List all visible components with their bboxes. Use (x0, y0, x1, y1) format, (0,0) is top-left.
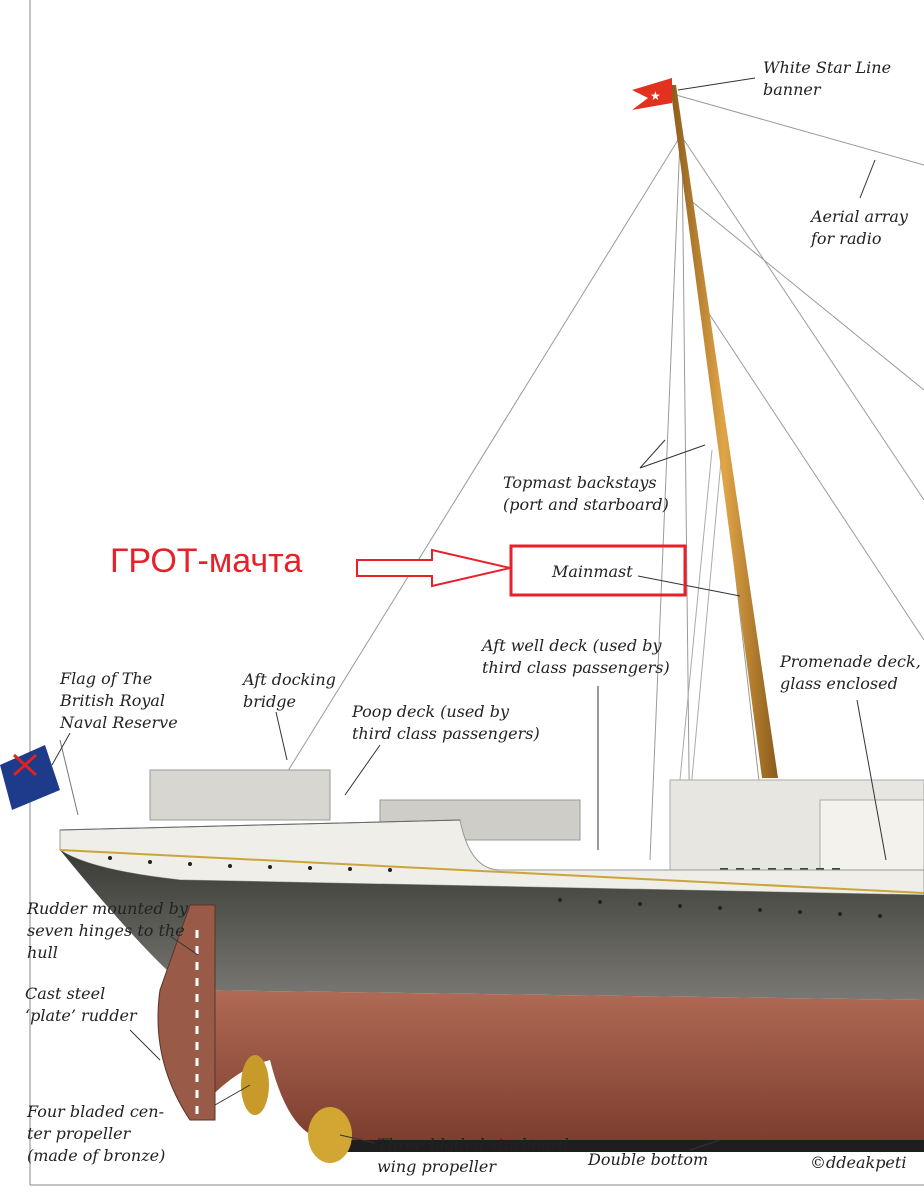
mast-ladder (677, 449, 723, 801)
label-banner: White Star Line banner (763, 58, 891, 99)
label-center-propeller: Four bladed cen-ter propeller (made of br… (26, 1102, 165, 1165)
label-text: Mainmast (551, 562, 633, 581)
naval-reserve-flag (0, 745, 60, 810)
label-text: Naval Reserve (59, 713, 178, 732)
label-text: White Star Line (763, 58, 891, 77)
label-text: (port and starboard) (503, 495, 669, 514)
label-text: Three bladed starboard (377, 1135, 569, 1154)
leader-lines (51, 77, 887, 1151)
label-aerial: Aerial array for radio (809, 207, 909, 248)
aft-docking-bridge (149, 769, 331, 821)
label-text: ter propeller (27, 1124, 132, 1143)
label-text: (made of bronze) (27, 1146, 165, 1165)
label-aft-well-deck: Aft well deck (used by third class passen… (480, 636, 670, 677)
label-text: Aerial array (809, 207, 909, 226)
credit: ©ddeakpeti (810, 1153, 906, 1172)
label-text: hull (27, 943, 58, 962)
label-poop-deck: Poop deck (used by third class passengers… (351, 702, 540, 743)
label-mainmast: Mainmast (551, 562, 633, 581)
label-text: Promenade deck, (779, 652, 921, 671)
label-promenade-deck: Promenade deck, glass enclosed (779, 652, 921, 693)
arrow-icon (356, 548, 511, 588)
label-docking-bridge: Aft docking bridge (241, 670, 336, 711)
label-text: Four bladed cen- (26, 1102, 164, 1121)
label-text: for radio (810, 229, 881, 248)
hull-upper (60, 850, 924, 1000)
label-text: glass enclosed (780, 674, 898, 693)
rigging-lines (269, 94, 924, 861)
label-text: Topmast backstays (503, 473, 657, 492)
label-text: ‘plate’ rudder (25, 1006, 138, 1025)
label-text: Flag of The (59, 669, 152, 688)
label-text: Rudder mounted by (26, 899, 189, 918)
label-backstays: Topmast backstays (port and starboard) (503, 473, 669, 514)
label-wing-propeller: Three bladed starboard wing propeller (377, 1135, 569, 1176)
label-text: third class passengers) (352, 724, 540, 743)
mainmast (670, 85, 778, 778)
star-icon: ★ (650, 89, 661, 103)
label-text: banner (763, 80, 822, 99)
label-text: seven hinges to the (27, 921, 185, 940)
white-star-banner (632, 78, 672, 110)
rudder (157, 904, 216, 1121)
center-propeller (241, 1055, 269, 1115)
label-text: Cast steel (25, 984, 105, 1003)
label-text: bridge (243, 692, 296, 711)
label-rudder: Cast steel ‘plate’ rudder (25, 984, 138, 1025)
label-text: Aft docking (241, 670, 336, 689)
wing-propeller (308, 1107, 352, 1163)
label-text: third class passengers) (482, 658, 670, 677)
label-text: ©ddeakpeti (810, 1153, 906, 1172)
label-text: British Royal (59, 691, 165, 710)
portholes (108, 856, 882, 918)
label-double-bottom: Double bottom (587, 1150, 708, 1169)
label-text: Poop deck (used by (351, 702, 510, 721)
russian-mainmast-label: ГРОТ-мачта (110, 542, 302, 580)
flagpole (59, 739, 79, 816)
mainmast-highlight-box (509, 544, 687, 597)
label-text: Aft well deck (used by (480, 636, 662, 655)
label-text: wing propeller (377, 1157, 497, 1176)
label-text: Double bottom (587, 1150, 708, 1169)
hull-lower (190, 990, 924, 1150)
label-rudder-hinges: Rudder mounted by seven hinges to the hull (26, 899, 189, 962)
double-bottom (330, 1140, 924, 1152)
